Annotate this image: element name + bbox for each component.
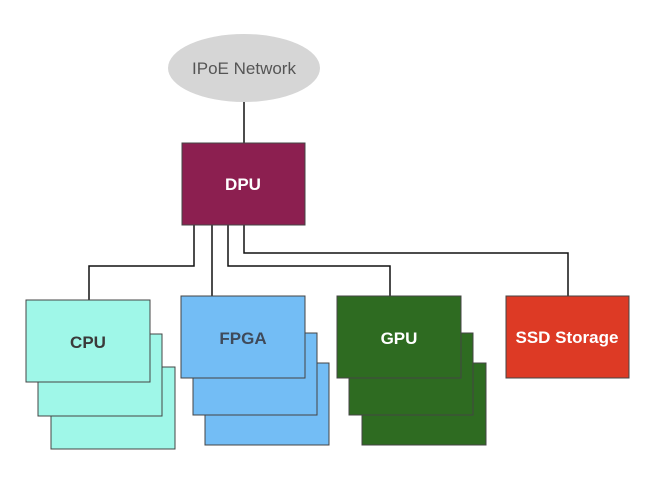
ssd-box <box>505 295 630 379</box>
cpu-stack: CPU <box>25 299 176 450</box>
dpu-node: DPU <box>181 142 306 226</box>
ssd-label: SSD Storage <box>516 328 619 347</box>
connectors <box>88 102 569 300</box>
dpu-to-ssd-connector <box>243 225 569 296</box>
gpu-label: GPU <box>381 329 418 348</box>
cpu-box-front <box>25 299 151 383</box>
fpga-box-front <box>180 295 306 379</box>
network-ellipse <box>168 34 320 102</box>
ipoe-network-node: IPoE Network <box>168 34 320 102</box>
gpu-stack: GPU <box>336 295 487 446</box>
ssd-storage-node: SSD Storage <box>505 295 630 379</box>
dpu-to-cpu-connector <box>88 225 195 300</box>
dpu-label: DPU <box>225 175 261 194</box>
fpga-label: FPGA <box>219 329 266 348</box>
dpu-box <box>181 142 306 226</box>
gpu-box-front <box>336 295 462 379</box>
network-label: IPoE Network <box>192 59 296 78</box>
dpu-to-gpu-connector <box>227 225 391 296</box>
cpu-label: CPU <box>70 333 106 352</box>
fpga-stack: FPGA <box>180 295 330 446</box>
